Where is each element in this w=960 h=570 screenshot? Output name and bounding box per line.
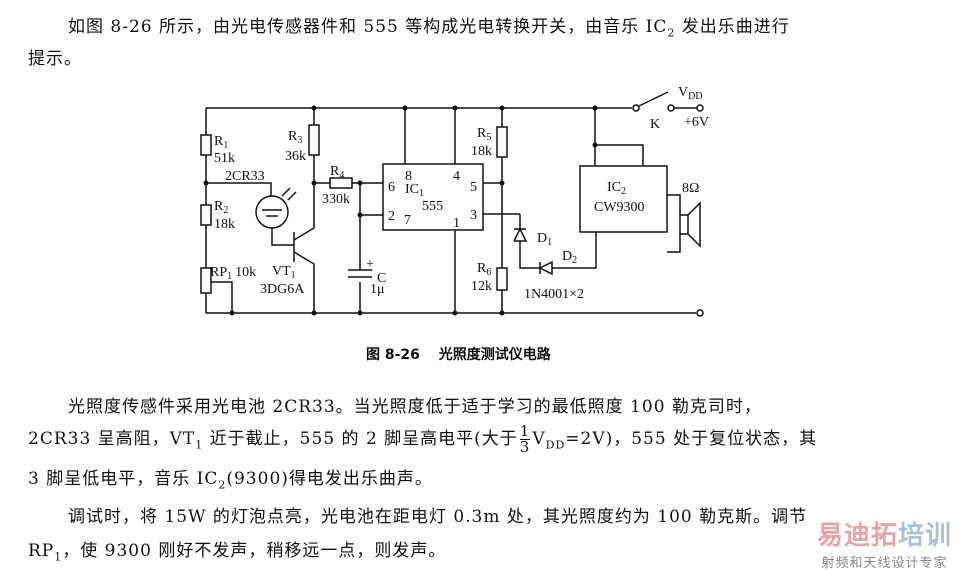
label-d1: D1 (537, 231, 552, 248)
pin-3: 3 (470, 208, 477, 223)
pin-4: 4 (453, 169, 460, 184)
pin-2: 2 (388, 209, 395, 224)
top-rail (206, 107, 696, 314)
capacitor-c (348, 269, 372, 278)
label-r4: R4 (330, 164, 344, 181)
resistor-r6 (496, 267, 508, 291)
value-ic1: 555 (422, 199, 443, 214)
label-r6: R6 (477, 261, 491, 278)
body-line-5: RP1，使 9300 刚好不发声，稍移远一点，则发声。 (28, 541, 447, 564)
value-r3: 36k (285, 149, 306, 164)
label-speaker: 8Ω (682, 181, 699, 196)
watermark-logo: 易迪拓培训 射频和天线设计专家 (816, 521, 952, 570)
pin-7: 7 (404, 213, 411, 228)
pin-8: 8 (405, 169, 412, 184)
value-r5: 18k (471, 144, 492, 159)
label-diodes: 1N4001×2 (524, 287, 584, 302)
label-k: K (650, 117, 660, 132)
label-c: C (377, 271, 386, 286)
label-r1: R1 (214, 134, 228, 151)
value-ic2: CW9300 (594, 200, 645, 215)
figure-caption: 图 8-26 光照度测试仪电路 (366, 347, 551, 363)
pin-5: 5 (470, 180, 477, 195)
photocell-2cr33 (255, 195, 289, 229)
ic2-cw9300 (579, 165, 668, 233)
switch-k-terminal (632, 104, 640, 112)
value-r4: 330k (322, 192, 350, 207)
ic1-555 (382, 163, 484, 231)
value-r6: 12k (471, 279, 492, 294)
resistor-r2 (200, 204, 212, 226)
intro-line-2: 提示。 (28, 49, 82, 69)
diode-d2 (538, 260, 553, 276)
label-ic2: IC2 (607, 180, 626, 197)
body-line-4: 调试时，将 15W 的灯泡点亮，光电池在距电灯 0.3m 处，其光照度约为 10… (68, 507, 808, 527)
capacitor-plus: + (366, 257, 374, 272)
label-vt1: VT1 (272, 264, 296, 281)
label-r5: R5 (477, 126, 491, 143)
label-r3: R3 (288, 129, 302, 146)
diode-d1 (513, 227, 528, 242)
label-ic1: IC1 (405, 182, 424, 199)
resistor-r4 (329, 177, 353, 189)
speaker (679, 214, 689, 235)
resistor-r5 (496, 126, 508, 158)
value-c: 1μ (370, 282, 385, 297)
body-line-1: 光照度传感件采用光电池 2CR33。当光照度低于适于学习的最低照度 100 勒克… (68, 397, 762, 417)
resistor-r1 (200, 134, 212, 156)
resistor-r3 (308, 124, 320, 156)
label-supply: +6V (684, 115, 709, 130)
label-r2: R2 (214, 199, 228, 216)
switch-k (638, 91, 697, 109)
potentiometer-rp1 (200, 267, 212, 294)
label-photocell: 2CR33 (225, 169, 265, 184)
value-vt1: 3DG6A (260, 282, 305, 297)
label-d2: D2 (562, 249, 577, 266)
pin-1: 1 (453, 216, 460, 231)
label-vdd: VDD (678, 85, 703, 102)
pin-6: 6 (388, 180, 395, 195)
value-r1: 51k (214, 151, 235, 166)
intro-line-1: 如图 8-26 所示，由光电传感器件和 555 等构成光电转换开关，由音乐 IC… (68, 17, 790, 40)
value-r2: 18k (214, 217, 235, 232)
body-line-3: 3 脚呈低电平，音乐 IC2(9300)得电发出乐曲声。 (28, 469, 433, 492)
